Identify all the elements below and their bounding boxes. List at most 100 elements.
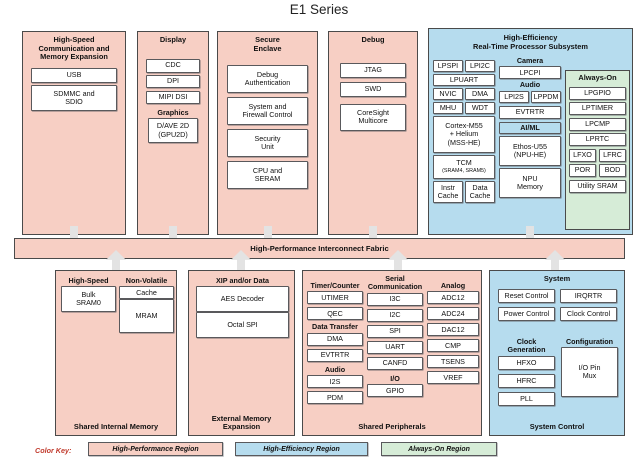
page-title: E1 Series [289,2,349,17]
group-label-timer-counter: Timer/Counter [310,281,360,290]
cell-nvic[interactable]: NVIC [433,88,463,100]
cell-dac12[interactable]: DAC12 [427,323,479,337]
cell-lpspi[interactable]: LPSPI [433,60,463,72]
cell-cmp[interactable]: CMP [427,339,479,353]
cell-aes-decoder[interactable]: AES Decoder [196,286,289,313]
cell-lprtc[interactable]: LPRTC [569,133,626,147]
cell-i3c[interactable]: I3C [367,292,423,306]
cell-cortex-m55[interactable]: Cortex-M55 + Helium (MSS-HE) [433,116,495,153]
column-timer-counter: Timer/Counter UTIMER QEC Data Transfer D… [307,280,363,405]
column-clock-generation: Clock Generation HFXO HFRC PLL [498,336,555,406]
group-label-analog: Analog [440,281,466,290]
cell-utimer[interactable]: UTIMER [307,291,363,305]
cell-lptimer[interactable]: LPTIMER [569,102,626,116]
column-configuration: Configuration I/O Pin Mux [561,336,618,398]
cell-mhu[interactable]: MHU [433,102,463,114]
cell-canfd[interactable]: CANFD [367,356,423,370]
cell-npu-memory[interactable]: NPU Memory [499,167,561,198]
tcm-sub: (SRAM4, SRAM5) [442,168,486,174]
rtss-column-cpu: LPSPI LPI2C LPUART NVIC DMA MHU WDT Cort… [433,60,495,203]
cell-security-unit[interactable]: Security Unit [227,129,308,158]
cell-adc24[interactable]: ADC24 [427,307,479,321]
cell-uart[interactable]: UART [367,340,423,354]
cell-ethos-u55[interactable]: Ethos-U55 (NPU-HE) [499,135,561,166]
cell-por[interactable]: POR [569,164,596,178]
cell-clock-control[interactable]: Clock Control [560,307,617,321]
block-system-control[interactable]: System Reset Control IRQRTR Power Contro… [489,270,625,436]
cell-lpgpio[interactable]: LPGPIO [569,86,626,100]
cell-cache[interactable]: Cache [119,286,174,300]
cell-usb[interactable]: USB [31,67,117,83]
cell-system-firewall-control[interactable]: System and Firewall Control [227,97,308,126]
cell-io-pin-mux[interactable]: I/O Pin Mux [561,347,618,398]
cell-hfxo[interactable]: HFXO [498,355,555,370]
group-label-camera: Camera [516,56,544,65]
block-debug[interactable]: Debug JTAG SWD CoreSight Multicore [328,31,418,235]
cell-lpcpi[interactable]: LPCPI [499,66,561,80]
tcm-title: TCM [456,157,472,167]
cell-bod[interactable]: BOD [599,164,626,178]
cell-dma-periph[interactable]: DMA [307,332,363,346]
group-label-aiml: AI/ML [499,121,561,134]
cell-lppdm[interactable]: LPPDM [531,90,561,103]
cell-sdmmc-sdio[interactable]: SDMMC and SDIO [31,85,117,112]
block-always-on[interactable]: Always-On LPGPIO LPTIMER LPCMP LPRTC LFX… [565,70,630,230]
cell-hfrc[interactable]: HFRC [498,373,555,388]
cell-dave2d[interactable]: D/AVE 2D (GPU2D) [148,118,198,143]
cell-coresight-multicore[interactable]: CoreSight Multicore [340,103,406,131]
cell-dma[interactable]: DMA [465,88,495,100]
interconnect-fabric[interactable]: High-Performance Interconnect Fabric [14,238,625,259]
group-label-graphics: Graphics [157,107,189,117]
block-footer: Shared Peripherals [358,422,426,432]
cell-mipi-dsi[interactable]: MIPI DSI [146,90,200,104]
cell-wdt[interactable]: WDT [465,102,495,114]
column-serial-communication: Serial Communication I3C I2C SPI UART CA… [367,273,423,398]
cell-irqrtr[interactable]: IRQRTR [560,289,617,303]
block-rtss[interactable]: High-Efficiency Real-Time Processor Subs… [428,28,633,235]
block-display[interactable]: Display CDC DPI MIPI DSI Graphics D/AVE … [137,31,209,235]
cell-lpi2s[interactable]: LPI2S [499,90,529,103]
cell-spi[interactable]: SPI [367,324,423,338]
cell-tcm[interactable]: TCM (SRAM4, SRAM5) [433,155,495,179]
cell-lpi2c[interactable]: LPI2C [465,60,495,72]
cell-bulk-sram0[interactable]: Bulk SRAM0 [61,286,116,313]
group-label-audio: Audio [519,80,541,90]
cell-i2s[interactable]: I2S [307,375,363,389]
cell-cdc[interactable]: CDC [146,58,200,73]
cell-reset-control[interactable]: Reset Control [498,289,555,303]
cell-vref[interactable]: VREF [427,371,479,385]
cell-jtag[interactable]: JTAG [340,62,406,78]
cell-swd[interactable]: SWD [340,81,406,97]
cell-evtrtr-periph[interactable]: EVTRTR [307,348,363,362]
block-high-speed-comm[interactable]: High-Speed Communication and Memory Expa… [22,31,126,235]
cell-i2c[interactable]: I2C [367,308,423,322]
cell-gpio[interactable]: GPIO [367,384,423,398]
block-external-memory-expansion[interactable]: XIP and/or Data AES Decoder Octal SPI Ex… [188,270,295,436]
cell-evtrtr-rtss[interactable]: EVTRTR [499,105,561,119]
cell-lfxo[interactable]: LFXO [569,148,596,162]
cell-instr-cache[interactable]: Instr Cache [433,181,463,203]
cell-lpcmp[interactable]: LPCMP [569,117,626,131]
block-footer: Shared Internal Memory [73,422,159,432]
cell-data-cache[interactable]: Data Cache [465,181,495,203]
cortex-line-3: (MSS-HE) [447,137,481,147]
cell-cpu-seram[interactable]: CPU and SERAM [227,161,308,190]
cell-mram[interactable]: MRAM [119,299,174,334]
cell-qec[interactable]: QEC [307,307,363,321]
cell-tsens[interactable]: TSENS [427,355,479,369]
cell-pdm[interactable]: PDM [307,391,363,405]
cell-octal-spi[interactable]: Octal SPI [196,312,289,339]
cell-utility-sram[interactable]: Utility SRAM [569,179,626,193]
cell-pll[interactable]: PLL [498,391,555,406]
column-analog: Analog ADC12 ADC24 DAC12 CMP TSENS VREF [427,280,479,385]
cell-power-control[interactable]: Power Control [498,307,555,321]
cell-lfrc[interactable]: LFRC [599,148,626,162]
cell-debug-authentication[interactable]: Debug Authentication [227,65,308,94]
block-shared-peripherals[interactable]: Timer/Counter UTIMER QEC Data Transfer D… [302,270,482,436]
block-secure-enclave[interactable]: Secure Enclave Debug Authentication Syst… [217,31,318,235]
cell-adc12[interactable]: ADC12 [427,291,479,305]
group-label-clock-generation: Clock Generation [507,337,546,355]
cell-dpi[interactable]: DPI [146,75,200,89]
cell-lpuart[interactable]: LPUART [433,74,495,86]
block-shared-internal-memory[interactable]: High-Speed Bulk SRAM0 Non-Volatile Cache… [55,270,177,436]
